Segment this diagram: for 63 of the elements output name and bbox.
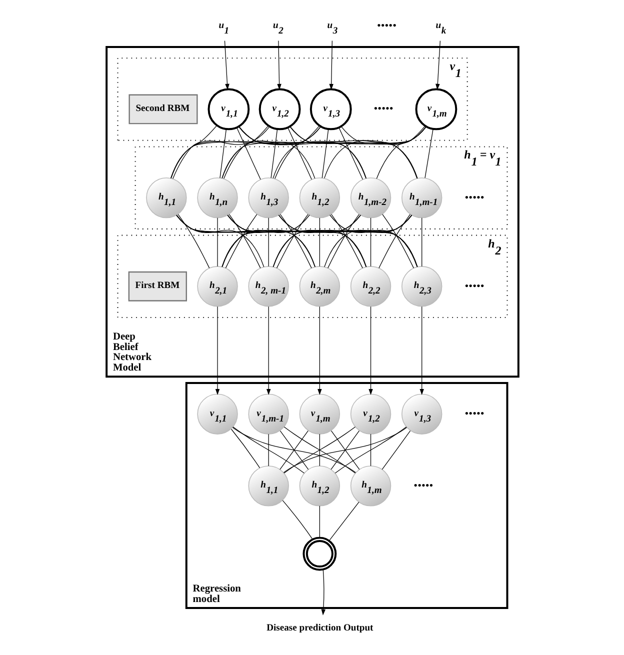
connector: [282, 427, 407, 473]
connector: [289, 126, 418, 179]
connector: [176, 214, 264, 268]
connector: [376, 126, 425, 179]
connector: [282, 500, 312, 540]
label: •••••: [413, 480, 433, 492]
connector: [216, 218, 218, 267]
connector: [238, 126, 366, 179]
connector: [170, 126, 426, 178]
connector: [338, 127, 363, 180]
connector: [287, 127, 312, 180]
connector: [172, 125, 217, 180]
connector: [274, 125, 320, 179]
label: •••••: [464, 280, 484, 292]
connector: [223, 125, 268, 179]
arrow: [317, 306, 322, 396]
connector: [318, 434, 320, 466]
connector: [421, 218, 422, 267]
arrow: [320, 569, 326, 616]
connector: [176, 214, 366, 268]
connector: [236, 127, 260, 180]
connector: [238, 126, 315, 179]
node-circle: [302, 536, 336, 571]
arrow: [214, 306, 220, 396]
connector: [328, 502, 359, 542]
connector: [370, 218, 371, 267]
connector: [170, 126, 270, 178]
connector: [370, 434, 371, 466]
node-box: Second RBM: [128, 94, 198, 124]
arrow: [276, 40, 281, 90]
label: •••••: [376, 20, 396, 32]
connector: [221, 126, 321, 178]
arrow: [328, 40, 333, 90]
label: •••••: [464, 192, 484, 204]
connector: [270, 128, 278, 178]
connector: [232, 427, 356, 473]
label: •••••: [464, 408, 484, 420]
connector: [170, 126, 321, 179]
connector: [230, 428, 260, 468]
connector: [318, 506, 320, 538]
connector: [232, 426, 304, 474]
arrow: [224, 40, 229, 90]
connector: [321, 128, 328, 178]
connector: [289, 126, 366, 179]
connector: [324, 126, 426, 178]
node-text: Disease prediction Output: [266, 622, 373, 634]
connector: [283, 426, 356, 474]
arrow: [435, 40, 440, 90]
label: •••••: [373, 103, 393, 116]
connector: [424, 128, 433, 178]
connector: [177, 214, 210, 268]
arrow: [368, 306, 372, 396]
connector: [334, 426, 406, 474]
connector: [340, 126, 417, 179]
connector: [176, 214, 316, 268]
connector: [272, 126, 426, 179]
connector: [318, 218, 320, 267]
connector: [176, 215, 418, 268]
node-box: First RBM: [128, 271, 186, 302]
arrow: [419, 306, 424, 396]
connector: [219, 128, 226, 178]
connector: [381, 430, 410, 470]
arrow: [266, 306, 270, 396]
